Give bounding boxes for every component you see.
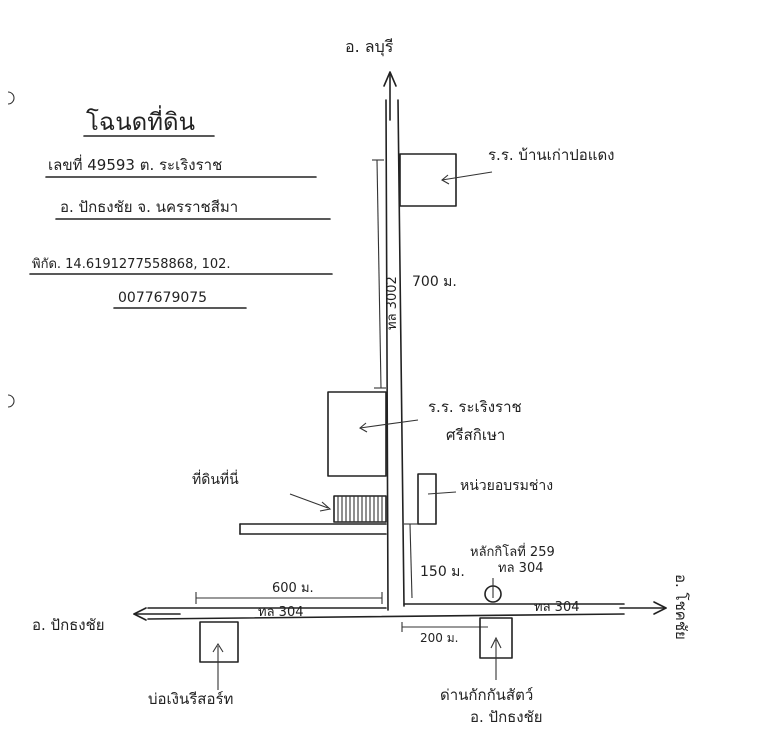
school-top-pointer-head <box>441 174 450 185</box>
land-pointer <box>289 493 329 509</box>
deed-line: เลขที่ 49593 ต. ระเริงราช <box>48 154 222 174</box>
west-arrow-head <box>133 607 147 621</box>
coords-line: พิกัด. 14.6191277558868, 102. <box>32 257 231 272</box>
road-north-label: ทล 3002 <box>385 276 400 330</box>
east-arrow-head <box>653 601 667 615</box>
unit-right-label: หน่วยอบรมช่าง <box>460 478 553 494</box>
road-east-label: ทล 304 <box>534 600 579 615</box>
school-top-building <box>399 153 457 207</box>
binder-hole-mid <box>7 394 15 408</box>
checkpoint-pointer-head <box>490 636 502 649</box>
dim-700-line <box>376 159 382 389</box>
school-top-pointer <box>441 171 493 181</box>
km-marker-label-2: ทล 304 <box>498 561 543 576</box>
dist-150-label: 150 ม. <box>420 564 465 580</box>
school-mid-label-1: ร.ร. ระเริงราช <box>428 398 522 416</box>
east-label: อ. โชคชัย <box>672 574 690 640</box>
north-label: อ. ลบุรี <box>345 37 394 57</box>
school-mid-building <box>327 391 387 477</box>
school-mid-pointer <box>359 419 419 429</box>
school-mid-label-2: ศรีสกิเษา <box>446 426 505 444</box>
km-marker-label-1: หลักกิโลที่ 259 <box>470 543 555 560</box>
resort-building <box>199 621 239 663</box>
coords-line-2: 0077679075 <box>118 290 207 306</box>
checkpoint-label-2: อ. ปักธงชัย <box>470 708 543 726</box>
land-label: ที่ดินที่นี่ <box>192 470 239 488</box>
road-ns-left <box>385 99 389 611</box>
unit-right-pointer <box>427 491 457 495</box>
road-ns-right <box>397 99 405 607</box>
dim-150-line <box>409 523 413 599</box>
unit-right-building <box>417 473 437 525</box>
dist-600-label: 600 ม. <box>272 581 314 596</box>
land-pointer-head <box>319 501 332 512</box>
dist-200-label: 200 ม. <box>420 631 458 645</box>
north-arrow-head <box>383 71 397 87</box>
road-ew-bottom <box>147 613 625 620</box>
road-west-label: ทล 304 <box>258 605 303 620</box>
dist-700-label: 700 ม. <box>412 274 457 290</box>
district-line: อ. ปักธงชัย จ. นครราชสีมา <box>60 198 238 216</box>
title-text: โฉนดที่ดิน <box>86 105 195 136</box>
school-top-label: ร.ร. บ้านเก่าปอแดง <box>488 146 615 164</box>
land-plot-hatch <box>337 496 383 522</box>
west-label: อ. ปักธงชัย <box>32 616 105 634</box>
binder-hole-top <box>7 91 15 105</box>
checkpoint-label-1: ด่านกักกันสัตว์ <box>440 686 533 704</box>
school-mid-pointer-head <box>359 422 368 433</box>
resort-label: บ่อเงินรีสอร์ท <box>148 690 233 708</box>
resort-pointer-head <box>212 642 224 653</box>
land-plot <box>333 495 387 523</box>
